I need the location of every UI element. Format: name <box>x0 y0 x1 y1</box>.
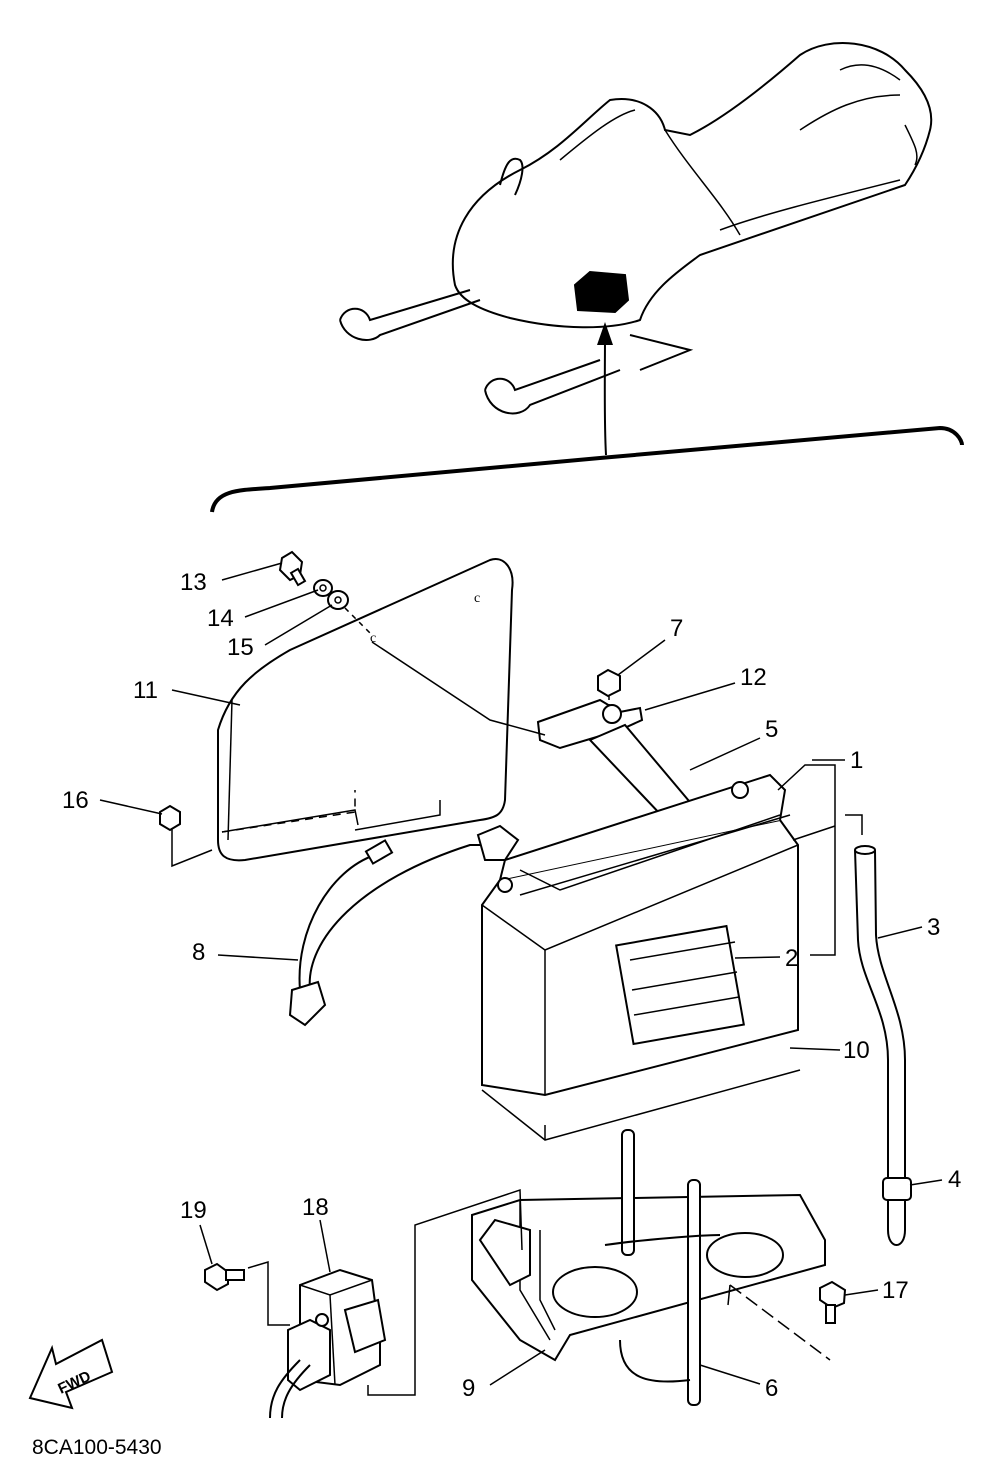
washer-14 <box>313 579 333 597</box>
snowmobile-overview <box>339 42 933 456</box>
callout-9: 9 <box>462 1375 475 1402</box>
callout-16: 16 <box>62 787 89 814</box>
detail-frame-curve <box>210 425 964 513</box>
callout-labels: 1 2 3 4 5 6 7 8 9 10 11 12 13 14 15 16 1… <box>62 569 961 1402</box>
fwd-arrow-icon: FWD <box>28 1338 114 1410</box>
bolt-19 <box>204 1262 245 1292</box>
nut-16 <box>159 804 181 832</box>
callout-14: 14 <box>207 605 234 632</box>
bolt-13 <box>278 550 307 587</box>
callout-4: 4 <box>948 1166 961 1193</box>
callout-17: 17 <box>882 1277 909 1304</box>
battery-case <box>471 1193 826 1362</box>
svg-text:c: c <box>370 631 376 646</box>
callout-3: 3 <box>927 914 940 941</box>
callout-5: 5 <box>765 716 778 743</box>
callout-11: 11 <box>133 677 158 704</box>
callout-19: 19 <box>180 1197 207 1224</box>
battery <box>481 773 801 1141</box>
diagram-code: 8CA100-5430 <box>32 1436 162 1459</box>
callout-1: 1 <box>850 747 863 774</box>
leader-lines <box>99 562 943 1386</box>
breather-hose <box>854 845 906 1246</box>
battery-cable <box>288 824 520 1027</box>
svg-text:c: c <box>474 591 480 606</box>
callout-10: 10 <box>843 1037 870 1064</box>
relay-18 <box>269 1268 387 1419</box>
callout-15: 15 <box>227 634 254 661</box>
callout-7: 7 <box>670 615 683 642</box>
bolt-17 <box>819 1280 847 1324</box>
callout-13: 13 <box>180 569 207 596</box>
bracket-12 <box>536 698 644 750</box>
callout-8: 8 <box>192 939 205 966</box>
washer-15 <box>327 590 349 610</box>
battery-cover: c c <box>217 558 514 862</box>
hose-clamp-4 <box>882 1177 912 1201</box>
callout-6: 6 <box>765 1375 778 1402</box>
nut-7 <box>597 668 621 698</box>
battery-straps <box>604 1129 721 1406</box>
callout-18: 18 <box>302 1194 329 1221</box>
callout-2: 2 <box>785 945 798 972</box>
callout-12: 12 <box>740 664 767 691</box>
